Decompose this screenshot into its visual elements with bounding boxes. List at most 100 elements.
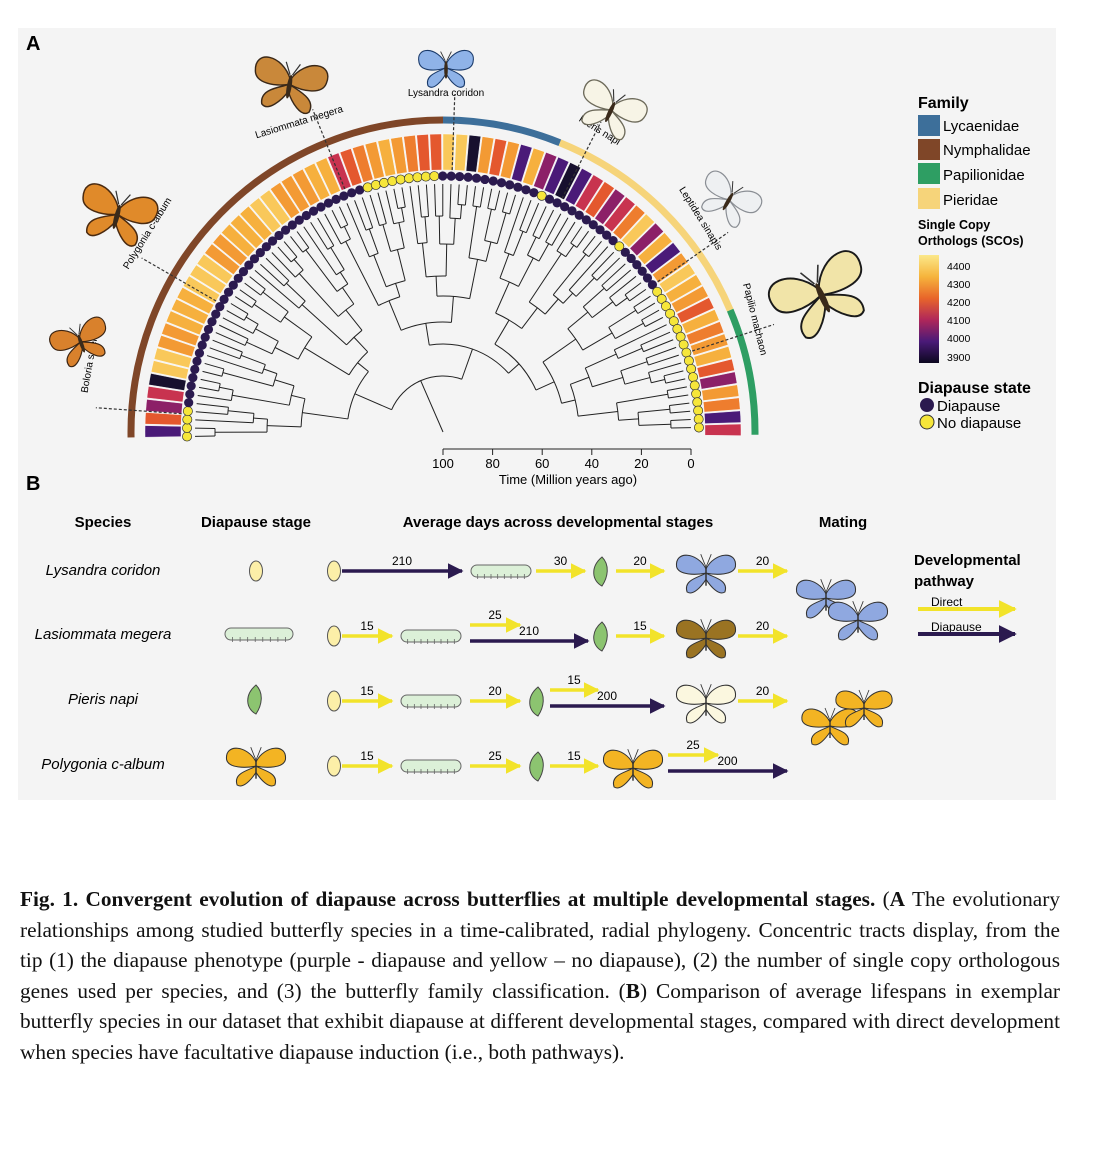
tree-branch bbox=[263, 368, 278, 375]
tree-node-arc bbox=[504, 251, 514, 256]
wing bbox=[685, 702, 707, 724]
antennae bbox=[612, 89, 626, 103]
wing bbox=[805, 597, 827, 619]
tree-branch bbox=[667, 386, 687, 392]
sco-segment bbox=[703, 397, 741, 413]
legend-family-label: Lycaenidae bbox=[943, 118, 1019, 135]
tree-branch bbox=[591, 251, 615, 276]
tree-branch bbox=[512, 231, 524, 256]
tree-branch bbox=[501, 192, 509, 213]
diapause-dot bbox=[228, 280, 238, 290]
species-leader-line bbox=[561, 121, 602, 199]
no-diapause-dot bbox=[182, 406, 193, 417]
sco-segment bbox=[182, 275, 221, 304]
diapause-dot bbox=[626, 253, 636, 264]
body bbox=[815, 283, 831, 313]
diapause-dot bbox=[560, 202, 570, 212]
adult-butterfly-icon bbox=[676, 619, 736, 659]
tree-node-arc bbox=[337, 303, 355, 317]
tree-node-arc bbox=[620, 370, 626, 385]
no-diapause-dot bbox=[694, 422, 704, 433]
diapause-dot bbox=[581, 215, 591, 225]
antennae bbox=[440, 51, 452, 61]
tree-node-arc bbox=[288, 385, 295, 406]
tree-branch bbox=[339, 271, 349, 285]
diapause-dot bbox=[255, 248, 265, 258]
tree-branch bbox=[283, 241, 298, 258]
larva-body bbox=[400, 759, 462, 773]
tree-branch bbox=[245, 316, 259, 325]
family-arc bbox=[127, 116, 444, 438]
sco-segment bbox=[364, 141, 385, 180]
sco-segment bbox=[603, 196, 636, 233]
tree-branch bbox=[382, 224, 392, 252]
wing bbox=[235, 765, 257, 787]
tree-branch bbox=[324, 213, 342, 245]
time-tick: 80 bbox=[485, 456, 499, 471]
panel-b-label: B bbox=[26, 473, 40, 495]
legend-sco-tick: 4100 bbox=[947, 315, 971, 327]
legend-swatch-lycaenidae bbox=[918, 115, 940, 136]
mating-icons bbox=[796, 579, 893, 746]
tree-branch bbox=[196, 403, 229, 408]
hindwing-left bbox=[85, 213, 119, 237]
tree-branch bbox=[202, 370, 223, 377]
tree-branch bbox=[545, 213, 562, 243]
tree-branch bbox=[509, 194, 516, 215]
antennae bbox=[250, 747, 262, 758]
diapause-dot bbox=[505, 180, 515, 190]
family-arc bbox=[442, 116, 562, 146]
tree-node-arc bbox=[298, 300, 306, 309]
tree-branch bbox=[357, 362, 369, 372]
tree-branch bbox=[499, 253, 510, 279]
hindwing-right bbox=[79, 341, 106, 357]
egg-icon bbox=[327, 690, 341, 712]
sco-segment bbox=[339, 148, 363, 187]
hindwing-left bbox=[800, 293, 827, 339]
diapause-dot bbox=[574, 210, 584, 220]
diapause-dot bbox=[223, 287, 234, 297]
diapause-dot bbox=[608, 236, 618, 246]
time-axis: 100 80 60 40 20 0 Time (Million years ag… bbox=[432, 448, 695, 487]
wing bbox=[705, 554, 736, 575]
tree-node-arc bbox=[591, 275, 598, 281]
diapause-dot bbox=[192, 356, 202, 366]
direct-arrow-days: 15 bbox=[567, 749, 581, 763]
diapause-arrow-days: 200 bbox=[597, 689, 617, 703]
antennae bbox=[700, 554, 712, 565]
tree-branch bbox=[561, 399, 576, 404]
wing bbox=[705, 572, 727, 594]
sco-segment bbox=[230, 214, 264, 249]
sco-segment bbox=[621, 213, 655, 248]
wing bbox=[612, 767, 634, 789]
tree-branch bbox=[606, 269, 632, 292]
tree-branch bbox=[255, 328, 279, 342]
tree-branch bbox=[450, 296, 454, 323]
tree-branch bbox=[291, 394, 306, 400]
pathway-legend-diapause-label: Diapause bbox=[931, 620, 982, 634]
diapause-dot bbox=[211, 309, 221, 319]
tree-node-arc bbox=[641, 319, 646, 327]
tree-node-arc bbox=[613, 349, 619, 359]
body bbox=[605, 101, 616, 123]
figure-caption: Fig. 1. Convergent evolution of diapause… bbox=[20, 884, 1060, 1067]
polygonia-c-album-photo bbox=[82, 183, 159, 247]
diapause-dot bbox=[244, 260, 254, 270]
tree-branch bbox=[330, 247, 345, 270]
sco-segment bbox=[144, 425, 182, 438]
tree-node-arc bbox=[494, 343, 537, 391]
tree-branch bbox=[219, 386, 234, 391]
tree-branch bbox=[576, 230, 589, 248]
tree-branch bbox=[608, 309, 637, 328]
wing bbox=[226, 747, 257, 768]
tree-branch bbox=[575, 277, 595, 297]
adult-butterfly-icon bbox=[603, 749, 663, 789]
wing bbox=[255, 747, 286, 768]
diapause-dot bbox=[355, 185, 365, 195]
tree-branch bbox=[284, 316, 313, 338]
sco-segment bbox=[676, 297, 715, 324]
tree-node-arc bbox=[421, 215, 429, 218]
diapause-dot bbox=[620, 247, 630, 257]
species-leader-line bbox=[657, 231, 729, 283]
wing bbox=[844, 707, 865, 728]
